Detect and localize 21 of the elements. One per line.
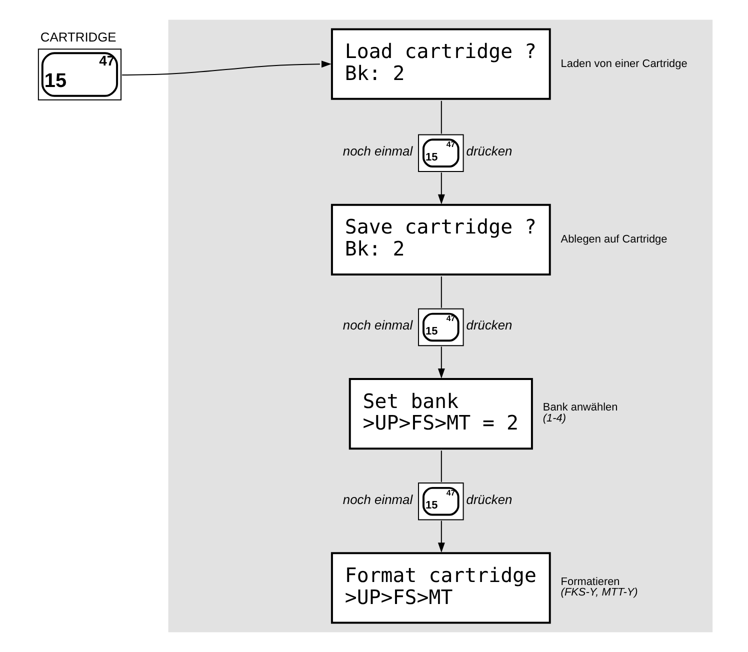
node-label: Formatieren <box>560 576 620 588</box>
node-label: drücken <box>466 318 512 333</box>
node-label: Laden von einer Cartridge <box>560 58 688 70</box>
connector <box>440 450 442 482</box>
node-label: (FKS-Y, MTT-Y) <box>560 586 638 599</box>
node-label: noch einmal <box>342 318 413 333</box>
connector <box>440 276 442 308</box>
connector <box>440 100 442 134</box>
node-label: drücken <box>466 144 512 159</box>
arrow <box>122 60 332 76</box>
node-label: CARTRIDGE <box>40 30 116 45</box>
cluster <box>168 20 713 632</box>
arrow <box>438 520 445 553</box>
arrow <box>438 346 445 378</box>
node-label: (1-4) <box>542 412 566 425</box>
node-label: Bank anwählen <box>542 402 618 414</box>
arrow <box>438 172 445 204</box>
node-label: drücken <box>466 492 512 507</box>
node-label: noch einmal <box>342 492 413 507</box>
node-label: Ablegen auf Cartridge <box>560 233 668 246</box>
node-label: noch einmal <box>342 144 413 159</box>
